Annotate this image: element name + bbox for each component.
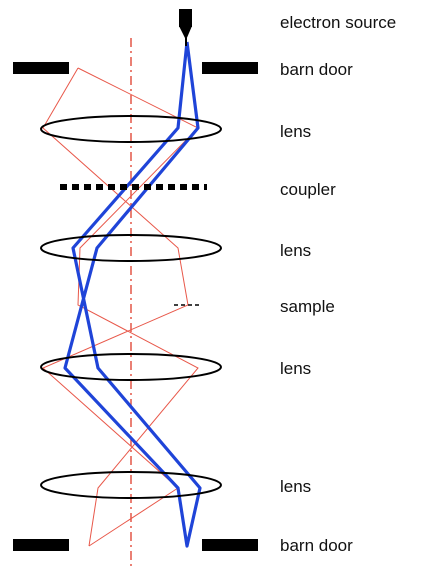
barn-door-bottom-left bbox=[13, 539, 69, 551]
label-barn-door-top: barn door bbox=[280, 60, 353, 79]
label-barn-door-bottom: barn door bbox=[280, 536, 353, 555]
barn-door-top-right bbox=[202, 62, 258, 74]
label-lens-1: lens bbox=[280, 122, 311, 141]
label-lens-2: lens bbox=[280, 241, 311, 260]
label-lens-3: lens bbox=[280, 359, 311, 378]
lens-1 bbox=[40, 115, 222, 143]
blue-electron-ray bbox=[63, 41, 202, 548]
label-electron-source: electron source bbox=[280, 13, 396, 32]
label-sample: sample bbox=[280, 297, 335, 316]
lens-4 bbox=[40, 471, 222, 499]
lens-3 bbox=[40, 353, 222, 381]
label-lens-4: lens bbox=[280, 477, 311, 496]
label-coupler: coupler bbox=[280, 180, 336, 199]
electron-source-icon bbox=[179, 9, 192, 46]
barn-door-top-left bbox=[13, 62, 69, 74]
lens-2 bbox=[40, 234, 222, 262]
barn-door-bottom-right bbox=[202, 539, 258, 551]
